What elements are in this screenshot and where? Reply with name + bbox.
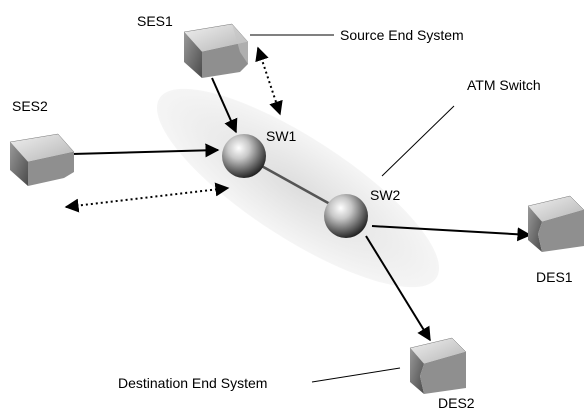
sw2-label: SW2 — [370, 187, 401, 203]
ses2-label: SES2 — [12, 98, 48, 114]
ses1-node-icon — [183, 23, 249, 78]
link-sw2-des2 — [365, 235, 431, 342]
atm-switch-label: ATM Switch — [467, 77, 541, 93]
sw1-sphere — [222, 134, 266, 178]
callout-atm-switch — [381, 105, 455, 177]
ses1-label: SES1 — [137, 13, 173, 29]
ses2-node-icon — [9, 133, 75, 186]
des2-node-icon — [409, 337, 467, 394]
sw2-sphere — [324, 194, 368, 238]
dotted-arrow-ses1 — [255, 46, 283, 116]
callout-destination-end-system — [311, 367, 401, 383]
link-ses1-sw1 — [211, 77, 238, 134]
des1-node-icon — [527, 195, 584, 252]
des2-label: DES2 — [438, 395, 475, 410]
link-sw2-des1 — [371, 225, 532, 242]
des1-label: DES1 — [536, 269, 573, 285]
link-ses2-sw1 — [71, 143, 220, 158]
atm-network-ellipse — [156, 88, 440, 288]
link-sw1-sw2 — [257, 162, 331, 206]
source-end-system-label: Source End System — [340, 27, 464, 43]
destination-end-system-label: Destination End System — [118, 375, 267, 391]
sw1-label: SW1 — [266, 128, 297, 144]
dotted-arrow-ses2 — [64, 182, 230, 213]
